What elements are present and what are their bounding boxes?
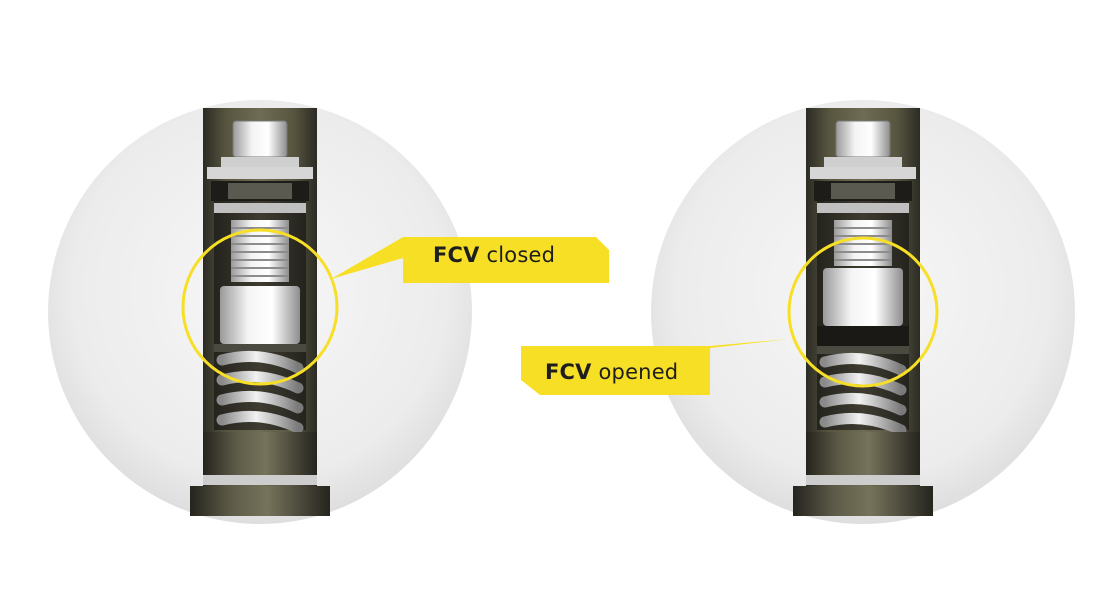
- nut-shoulder: [221, 157, 299, 167]
- label-bold: FCV: [545, 360, 592, 384]
- base-ring: [203, 475, 317, 485]
- base-hex: [793, 486, 933, 516]
- callout-banner: [331, 237, 609, 283]
- piston-seat: [214, 344, 306, 352]
- label-bold: FCV: [433, 243, 480, 267]
- callout-label-closed: FCV closed: [433, 243, 555, 267]
- piston: [823, 268, 903, 326]
- washer-bottom: [817, 203, 909, 213]
- flow-gap: [817, 326, 909, 346]
- clamp-ring-highlight: [831, 183, 895, 199]
- valve-closed: [48, 100, 609, 524]
- hex-nut: [232, 120, 288, 158]
- label-state: closed: [479, 243, 556, 267]
- base-fitting: [806, 432, 920, 480]
- base-hex: [190, 486, 330, 516]
- callout-banner: [521, 339, 789, 395]
- callout-label-opened: FCV opened: [545, 360, 678, 384]
- valve-opened: [521, 100, 1075, 524]
- clamp-ring-highlight: [228, 183, 292, 199]
- highlight-ring: [787, 236, 939, 388]
- hex-nut: [835, 120, 891, 158]
- threaded-stem: [834, 220, 892, 266]
- piston: [220, 286, 300, 344]
- nut-shoulder: [824, 157, 902, 167]
- washer-bottom: [214, 203, 306, 213]
- piston-seat: [817, 346, 909, 354]
- threaded-stem: [231, 220, 289, 282]
- highlight-ring: [181, 228, 339, 386]
- base-ring: [806, 475, 920, 485]
- washer-top: [207, 167, 313, 179]
- base-fitting: [203, 432, 317, 480]
- label-state: opened: [591, 360, 679, 384]
- washer-top: [810, 167, 916, 179]
